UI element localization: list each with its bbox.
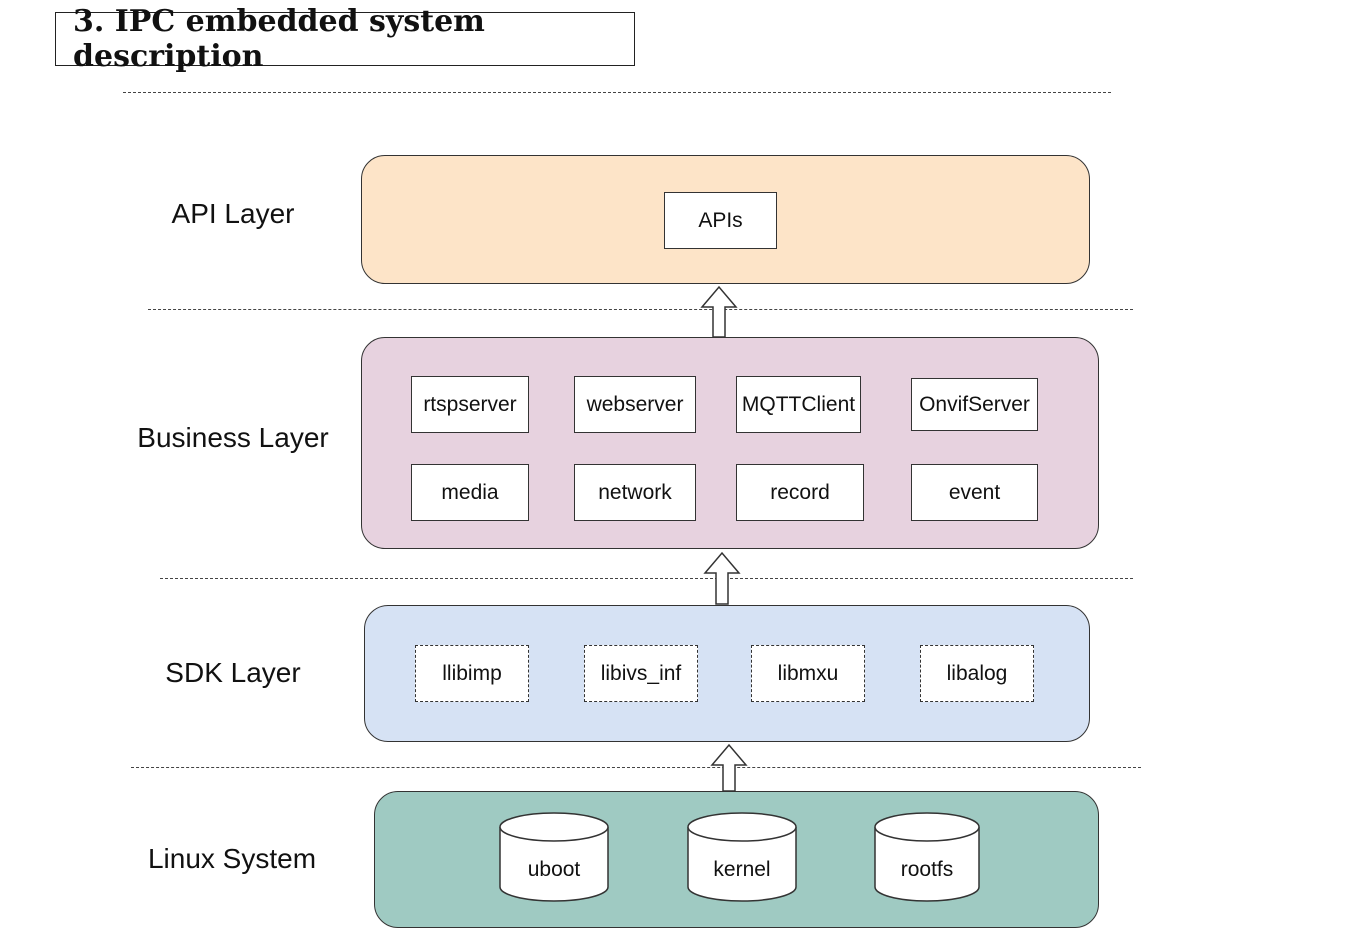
divider-top: [123, 92, 1111, 93]
component-webserver: webserver: [574, 376, 696, 433]
api-layer-box: APIs: [361, 155, 1090, 284]
component-libivs-inf: libivs_inf: [584, 645, 698, 702]
component-media: media: [411, 464, 529, 521]
page-title: 3. IPC embedded system description: [55, 4, 635, 74]
uboot-cylinder-icon: [499, 812, 609, 902]
api-layer-label: API Layer: [171, 198, 295, 229]
component-libalog: libalog: [920, 645, 1034, 702]
component-event: event: [911, 464, 1038, 521]
component-llibimp: llibimp: [415, 645, 529, 702]
linux-system-box: uboot kernel rootfs: [374, 791, 1099, 928]
component-libmxu: libmxu: [751, 645, 865, 702]
component-network: network: [574, 464, 696, 521]
component-rootfs: rootfs: [900, 858, 954, 881]
component-apis: APIs: [664, 192, 777, 249]
sdk-layer-label: SDK Layer: [165, 657, 301, 688]
arrow-linux-to-sdk-icon: [710, 743, 748, 792]
component-mqttclient: MQTTClient: [736, 376, 861, 433]
sdk-layer-box: llibimp libivs_inf libmxu libalog: [364, 605, 1090, 742]
business-layer-label: Business Layer: [137, 422, 329, 453]
component-rtspserver: rtspserver: [411, 376, 529, 433]
kernel-cylinder-icon: [687, 812, 797, 902]
rootfs-cylinder-icon: [874, 812, 980, 902]
business-layer-box: rtspserver webserver MQTTClient OnvifSer…: [361, 337, 1099, 549]
arrow-sdk-to-business-icon: [703, 551, 741, 605]
divider-business-sdk: [160, 578, 1133, 579]
component-uboot: uboot: [527, 858, 581, 881]
component-kernel: kernel: [713, 858, 771, 881]
linux-system-label: Linux System: [147, 843, 317, 874]
arrow-business-to-api-icon: [700, 285, 738, 338]
divider-sdk-linux: [131, 767, 1141, 768]
divider-api-business: [148, 309, 1133, 310]
component-record: record: [736, 464, 864, 521]
component-onvifserver: OnvifServer: [911, 378, 1038, 431]
